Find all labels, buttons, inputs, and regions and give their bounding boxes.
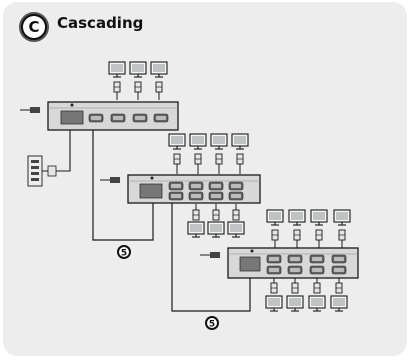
cascade-cable-2	[171, 203, 251, 312]
kvm-switch-level-1	[47, 101, 179, 131]
cable-callout-2-label: 5	[209, 320, 215, 330]
section-badge: C	[19, 12, 49, 42]
cable-callout-1: 5	[117, 245, 131, 259]
kvm-switch-level-3	[227, 247, 359, 279]
monitor-group-level-1	[108, 61, 168, 100]
cable-callout-1-label: 5	[121, 249, 127, 259]
kvm-switch-level-2	[127, 174, 261, 204]
section-title: Cascading	[57, 14, 144, 32]
power-cable-level-3	[200, 252, 220, 258]
power-cable-level-2	[100, 177, 120, 183]
monitor-group-level-2-bottom	[187, 204, 245, 238]
cascade-cable-1	[92, 130, 154, 241]
power-cable-level-1	[20, 107, 40, 113]
monitor-group-level-3-bottom	[265, 278, 348, 312]
section-badge-letter: C	[23, 16, 45, 38]
monitor-group-level-2-top	[168, 133, 249, 174]
monitor-group-level-3-top	[266, 209, 351, 248]
cable-callout-2: 5	[205, 316, 219, 330]
console-devices	[27, 130, 71, 187]
